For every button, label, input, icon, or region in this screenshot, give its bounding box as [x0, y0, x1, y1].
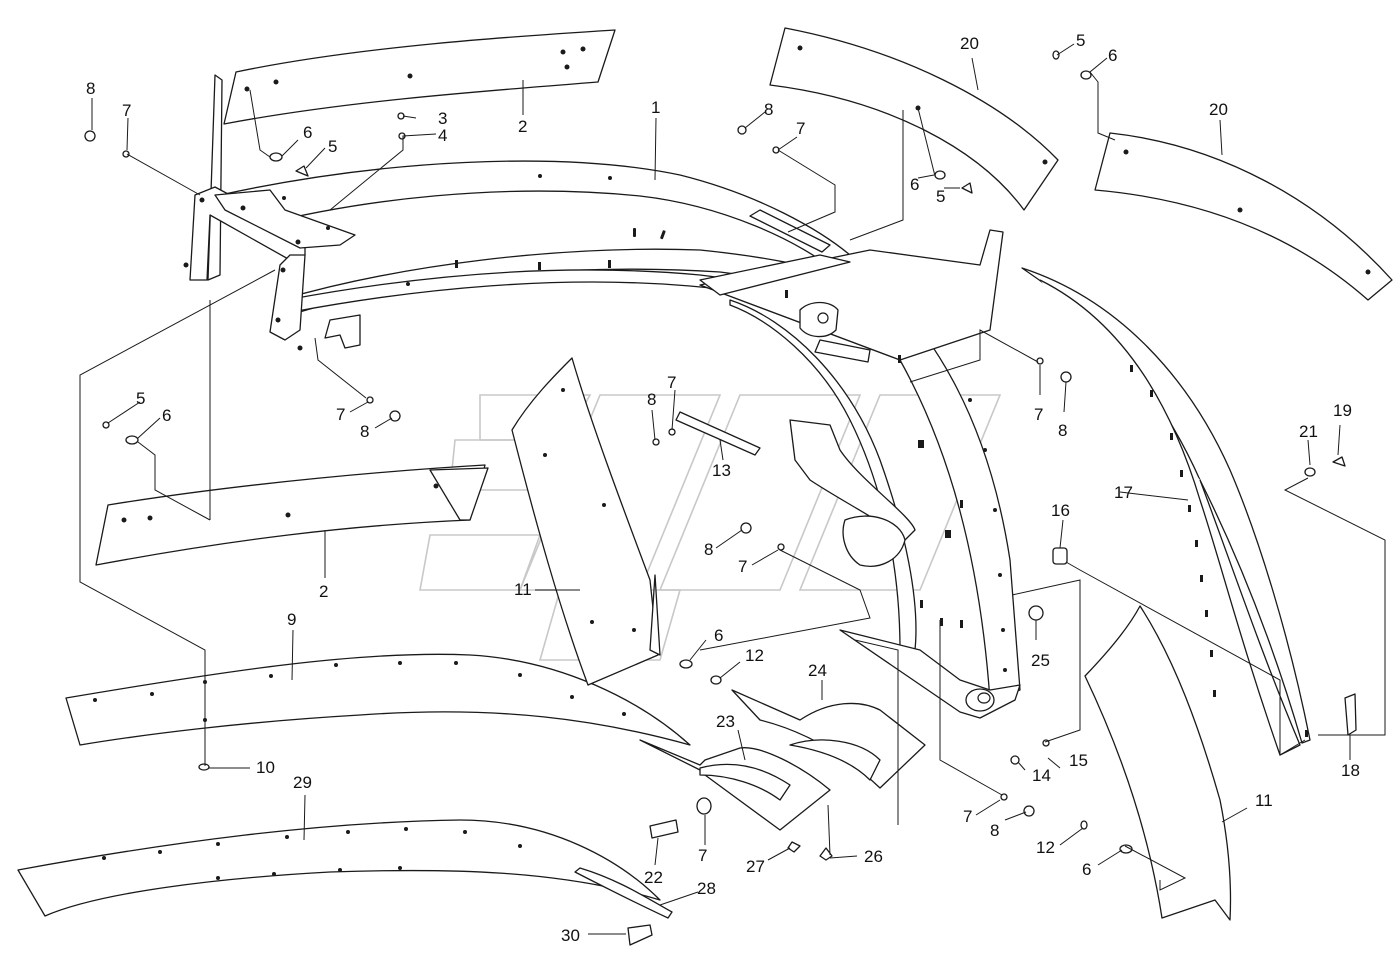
- fasteners: [84, 50, 1346, 946]
- callout-6: 6: [162, 406, 171, 425]
- callout-6: 6: [1082, 860, 1091, 879]
- callout-26: 26: [864, 847, 883, 866]
- panel-11-right: [1084, 605, 1232, 921]
- leader-lines: [79, 43, 1386, 935]
- strip-13: [675, 411, 761, 456]
- callout-6: 6: [910, 175, 919, 194]
- callout-22: 22: [644, 868, 663, 887]
- callout-5: 5: [936, 187, 945, 206]
- callout-27: 27: [746, 857, 765, 876]
- callout-12: 12: [745, 646, 764, 665]
- callout-7: 7: [796, 119, 805, 138]
- callout-20: 20: [960, 34, 979, 53]
- callout-2-lower: 2: [319, 582, 328, 601]
- callout-8: 8: [86, 79, 95, 98]
- strip-28: [574, 867, 673, 919]
- callout-7: 7: [963, 807, 972, 826]
- callout-6: 6: [1108, 46, 1117, 65]
- callout-20: 20: [1209, 100, 1228, 119]
- callout-29: 29: [293, 773, 312, 792]
- callout-9: 9: [287, 610, 296, 629]
- callout-6: 6: [303, 123, 312, 142]
- panel-20-right: [1094, 132, 1393, 301]
- callout-19: 19: [1333, 401, 1352, 420]
- callout-11: 11: [514, 580, 532, 599]
- clip-18: [1344, 693, 1357, 736]
- callout-7: 7: [698, 846, 707, 865]
- callout-16: 16: [1051, 501, 1070, 520]
- callout-24: 24: [808, 661, 827, 680]
- flap-9: [65, 653, 691, 746]
- callout-14: 14: [1032, 766, 1051, 785]
- callout-6: 6: [714, 626, 723, 645]
- callout-2-upper: 2: [518, 117, 527, 136]
- flap-29: [17, 819, 661, 917]
- panel-20-upper: [769, 27, 1059, 211]
- callout-18: 18: [1341, 761, 1360, 780]
- callout-23: 23: [716, 712, 735, 731]
- callout-5: 5: [136, 389, 145, 408]
- panel-11-left: [511, 357, 659, 686]
- callout-5: 5: [1076, 31, 1085, 50]
- callout-8: 8: [360, 422, 369, 441]
- callout-11: 11: [1255, 791, 1273, 810]
- callout-8: 8: [647, 390, 656, 409]
- callout-5: 5: [328, 137, 337, 156]
- callout-13: 13: [712, 461, 731, 480]
- callout-7: 7: [122, 101, 131, 120]
- callout-8: 8: [990, 821, 999, 840]
- callout-7: 7: [738, 557, 747, 576]
- callout-15: 15: [1069, 751, 1088, 770]
- callout-7: 7: [667, 373, 676, 392]
- callout-25: 25: [1031, 651, 1050, 670]
- callout-30: 30: [561, 926, 580, 945]
- callout-8: 8: [764, 100, 773, 119]
- upper-back-panel: [207, 74, 223, 281]
- callout-28: 28: [697, 879, 716, 898]
- callout-4: 4: [438, 126, 447, 145]
- callout-12: 12: [1036, 838, 1055, 857]
- callout-17: 17: [1114, 483, 1133, 502]
- callout-1: 1: [651, 98, 660, 117]
- callout-10: 10: [256, 758, 275, 777]
- callout-3: 3: [438, 109, 447, 128]
- callout-21: 21: [1299, 422, 1318, 441]
- callout-labels: 1 2 2 3 4 5 5 5 5 6 6 6 6 6 6 7 7 7 7 7 …: [86, 31, 1360, 945]
- upper-strip: [223, 29, 616, 125]
- callout-8: 8: [1058, 421, 1067, 440]
- callout-7: 7: [1034, 405, 1043, 424]
- callout-7: 7: [336, 405, 345, 424]
- callout-8: 8: [704, 540, 713, 559]
- plate-23: [639, 739, 831, 831]
